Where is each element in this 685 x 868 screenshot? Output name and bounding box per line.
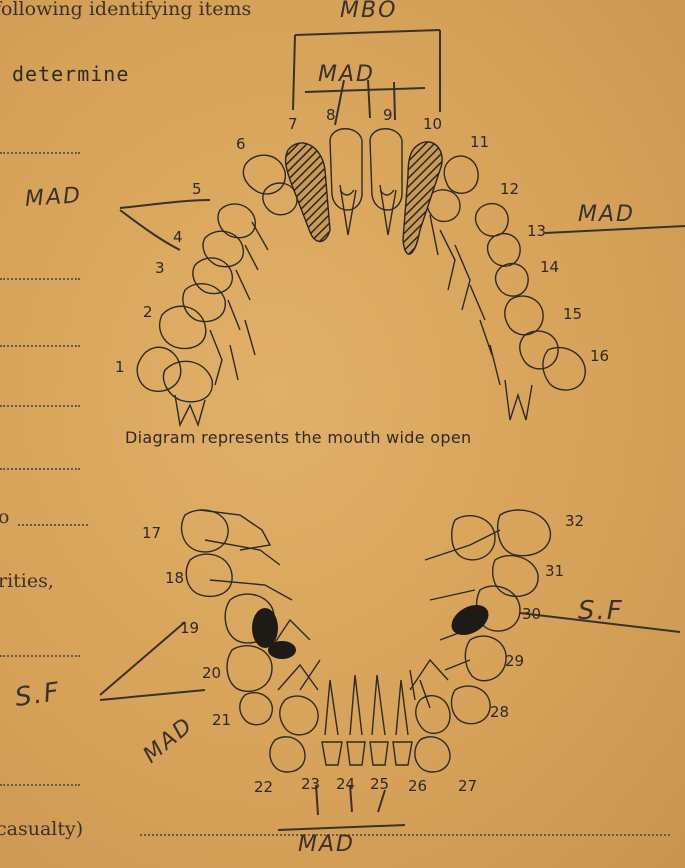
tooth-number: 1 [115, 358, 125, 376]
upper-arch [137, 129, 585, 425]
annotation-mad-bottom: MAD [298, 832, 355, 857]
tooth-number: 32 [565, 512, 584, 530]
tooth-number: 7 [288, 115, 298, 133]
tooth-number: 13 [527, 222, 546, 240]
filling-19 [252, 608, 278, 648]
diagram-caption: Diagram represents the mouth wide open [125, 428, 471, 447]
annotation-mbo: MBO [340, 0, 397, 23]
tooth-number: 27 [458, 777, 477, 795]
tooth-number: 10 [423, 115, 442, 133]
tooth-number: 28 [490, 703, 509, 721]
tooth-number: 2 [143, 303, 153, 321]
lower-arch [182, 510, 551, 772]
tooth-number: 19 [180, 619, 199, 637]
tooth-number: 3 [155, 259, 165, 277]
tooth-number: 25 [370, 775, 389, 793]
tooth-number: 5 [192, 180, 202, 198]
tooth-number: 29 [505, 652, 524, 670]
tooth-number: 23 [301, 775, 320, 793]
tooth-number: 14 [540, 258, 559, 276]
tooth-number: 24 [336, 775, 355, 793]
tooth-number: 17 [142, 524, 161, 542]
annotation-sf-left: S.F [13, 677, 62, 713]
annotation-mad-right: MAD [578, 202, 635, 227]
tooth-number: 16 [590, 347, 609, 365]
tooth-number: 8 [326, 106, 336, 124]
annotation-mad-left: MAD [24, 183, 83, 212]
tooth-number: 11 [470, 133, 489, 151]
tooth-number: 31 [545, 562, 564, 580]
tooth-number: 30 [522, 605, 541, 623]
tooth-number: 26 [408, 777, 427, 795]
tooth-number: 21 [212, 711, 231, 729]
hatched-tooth-7 [286, 143, 330, 242]
tooth-number: 18 [165, 569, 184, 587]
tooth-number: 22 [254, 778, 273, 796]
tooth-number: 9 [383, 106, 393, 124]
annotation-sf-right: S.F [578, 596, 624, 626]
tooth-number: 6 [236, 135, 246, 153]
tooth-number: 12 [500, 180, 519, 198]
annotation-mad-top: MAD [318, 62, 375, 87]
tooth-number: 20 [202, 664, 221, 682]
tooth-number: 4 [173, 228, 183, 246]
hatched-tooth-10 [403, 142, 442, 254]
tooth-number: 15 [563, 305, 582, 323]
filling-20 [268, 641, 296, 659]
